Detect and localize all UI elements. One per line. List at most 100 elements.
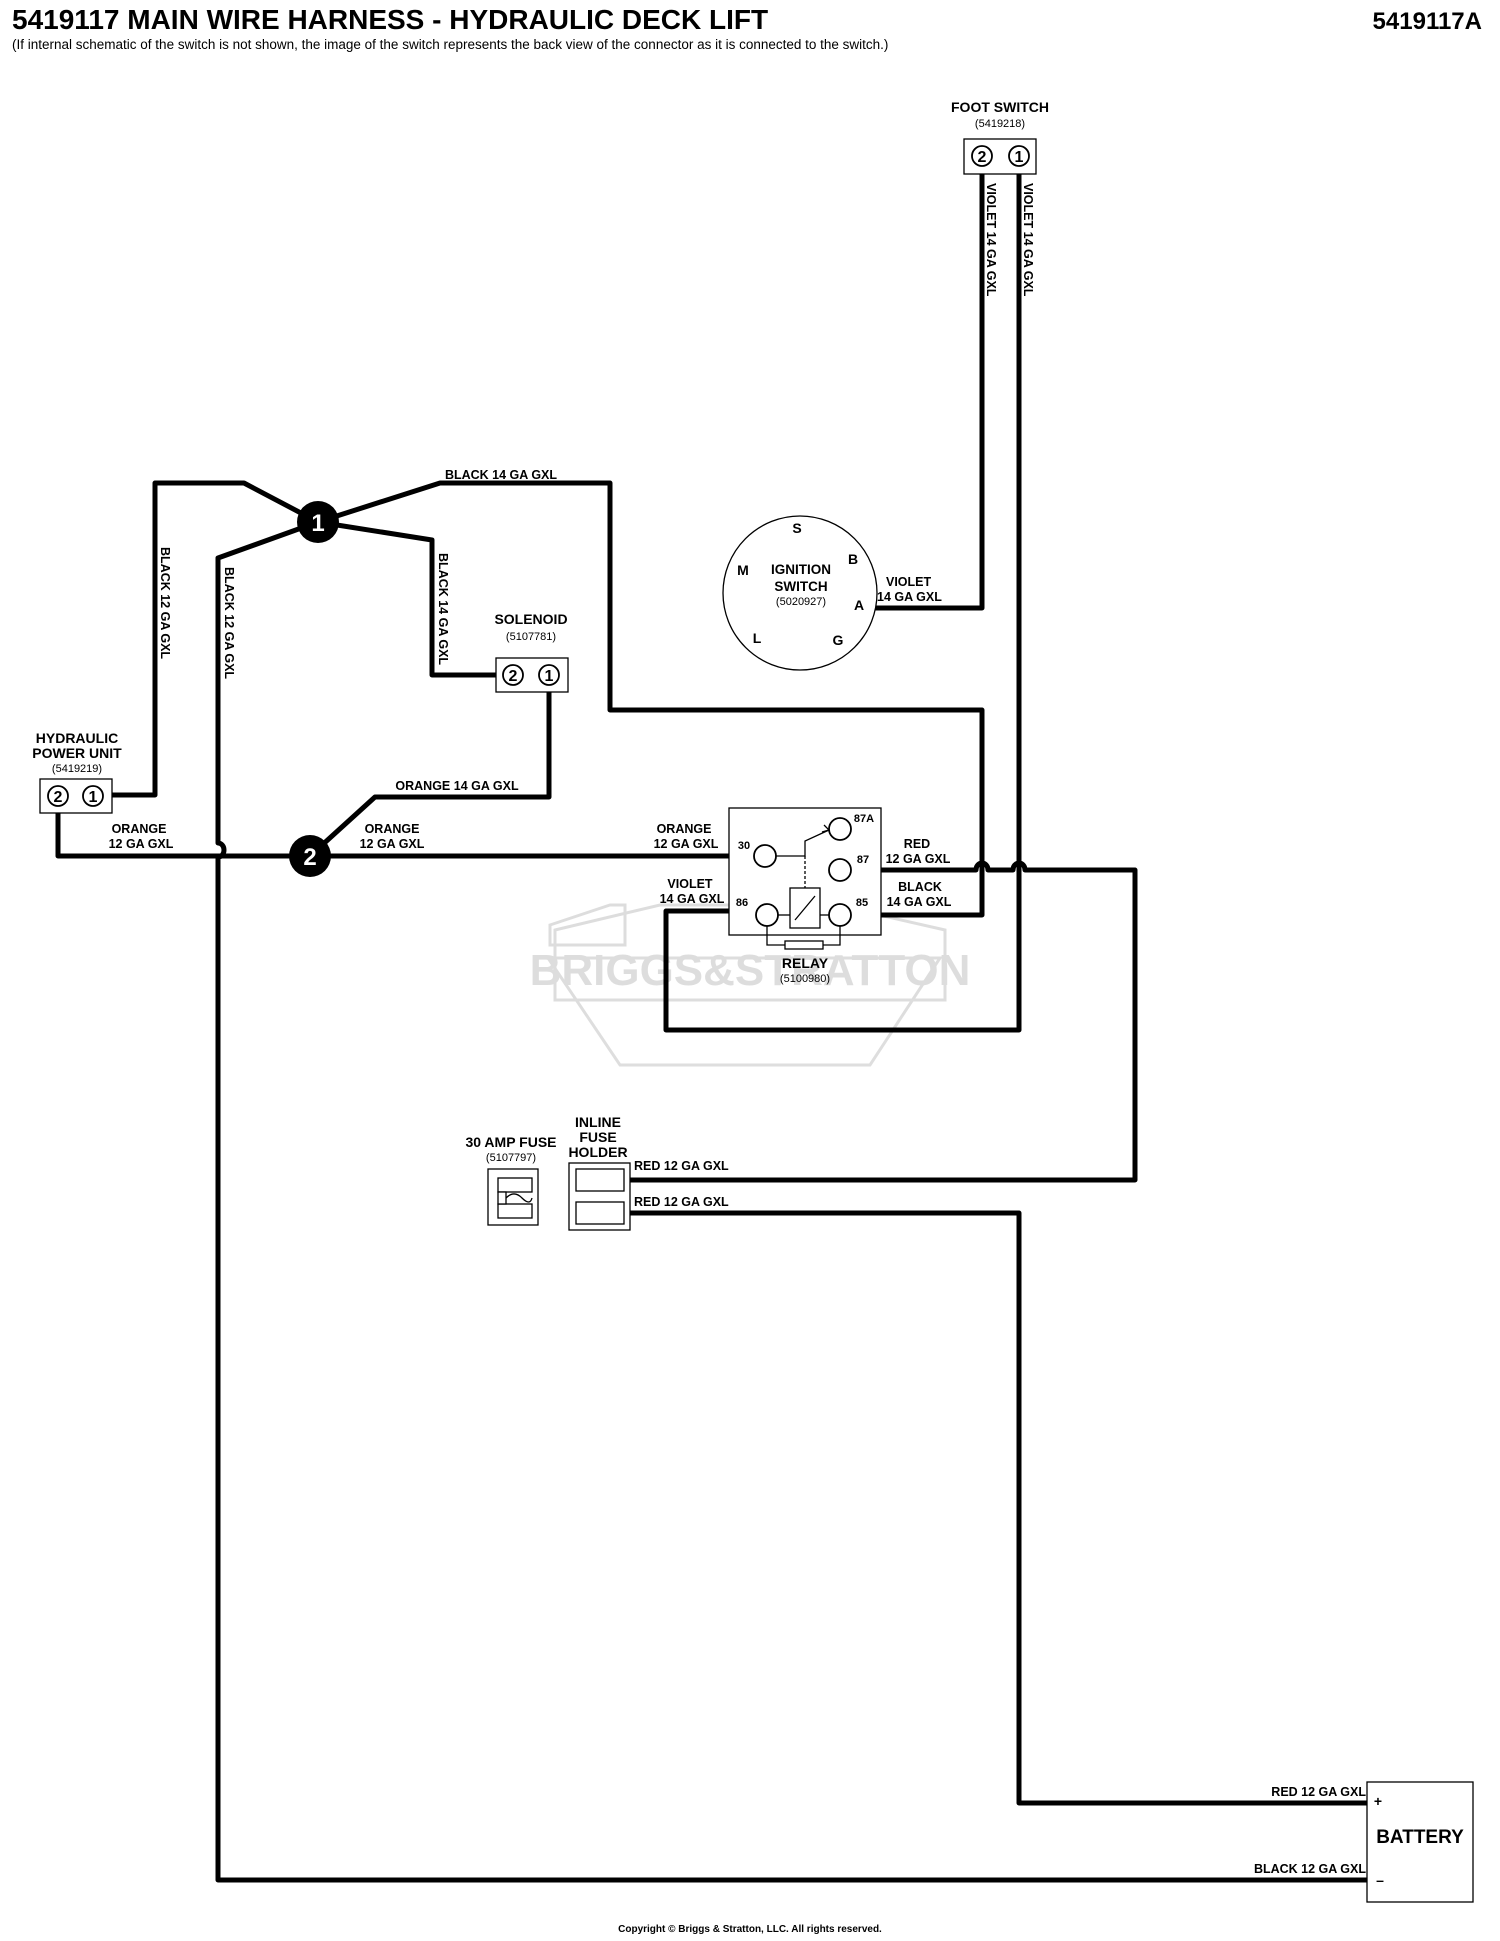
label-black-12-battery-vertical: BLACK 12 GA GXL — [222, 567, 236, 679]
wire-black-14-top — [317, 480, 985, 918]
relay-title: RELAY — [782, 955, 829, 971]
wire-red-87 — [628, 860, 1138, 1183]
relay-part: (5100980) — [780, 973, 830, 985]
ign-terminal-l: L — [753, 630, 762, 646]
svg-text:HOLDER: HOLDER — [568, 1144, 627, 1160]
foot-switch: FOOT SWITCH (5419218) 2 1 — [951, 99, 1049, 175]
wires — [55, 172, 1367, 1883]
label-orange-relay-1: ORANGE — [657, 822, 712, 836]
wire-black-12-hpu — [112, 480, 320, 798]
solenoid-pin-1 — [538, 664, 560, 686]
label-red-fuse-top: RED 12 GA GXL — [634, 1159, 729, 1173]
wire-violet-foot-2 — [872, 172, 985, 611]
foot-switch-part: (5419218) — [975, 118, 1025, 130]
ign-part: (5020927) — [776, 596, 826, 608]
svg-text:HYDRAULIC: HYDRAULIC — [36, 730, 118, 746]
hpu-pin-2 — [47, 785, 69, 807]
label-orange-14: ORANGE 14 GA GXL — [395, 779, 519, 793]
relay-pin-86 — [755, 903, 779, 927]
solenoid-part: (5107781) — [506, 631, 556, 643]
svg-text:87A: 87A — [854, 813, 874, 825]
label-red-fuse-bottom: RED 12 GA GXL — [634, 1195, 729, 1209]
label-orange-s2-1: ORANGE — [365, 822, 420, 836]
splice-2-label: 2 — [303, 844, 316, 871]
wire-violet-foot-1 — [663, 172, 1022, 1033]
svg-text:2: 2 — [509, 668, 518, 685]
label-ign-violet-2: 14 GA GXL — [877, 590, 942, 604]
fuse-title: 30 AMP FUSE — [465, 1134, 556, 1150]
wire-orange-12 — [55, 795, 758, 859]
svg-text:30: 30 — [738, 840, 750, 852]
svg-text:FUSE: FUSE — [579, 1129, 616, 1145]
svg-text:1: 1 — [1015, 149, 1024, 166]
battery: + BATTERY – — [1366, 1781, 1474, 1903]
wire-black-14-solenoid — [317, 519, 513, 678]
label-black-14-solenoid: BLACK 14 GA GXL — [436, 553, 450, 665]
ign-terminal-s: S — [792, 520, 801, 536]
svg-text:2: 2 — [54, 789, 63, 806]
svg-text:87: 87 — [857, 854, 869, 866]
svg-text:2: 2 — [978, 149, 987, 166]
relay-pin-87a — [828, 817, 852, 841]
label-orange-s2-2: 12 GA GXL — [360, 837, 425, 851]
splice-1: 1 — [297, 501, 339, 543]
foot-switch-pin-1 — [1008, 145, 1030, 167]
svg-text:INLINE: INLINE — [575, 1114, 621, 1130]
svg-text:POWER UNIT: POWER UNIT — [32, 745, 122, 761]
relay: 30 87A 87 86 85 RELAY (5100980) — [728, 807, 882, 985]
foot-switch-pin-2 — [971, 145, 993, 167]
svg-text:1: 1 — [545, 668, 554, 685]
ign-terminal-m: M — [737, 562, 749, 578]
wire-orange-14 — [308, 676, 552, 858]
battery-minus: – — [1376, 1872, 1384, 1888]
label-red-battery: RED 12 GA GXL — [1271, 1785, 1366, 1799]
battery-plus: + — [1374, 1793, 1382, 1809]
watermark-text: BRIGGS&STRATTON — [530, 946, 971, 995]
label-black-14-top: BLACK 14 GA GXL — [445, 468, 557, 482]
solenoid-pin-2 — [502, 664, 524, 686]
label-foot-violet-1: VIOLET 14 GA GXL — [1021, 183, 1035, 297]
label-black-85-1: BLACK — [898, 880, 942, 894]
wire-labels: VIOLET 14 GA GXL VIOLET 14 GA GXL BLACK … — [109, 183, 1367, 1876]
label-black-12-hpu: BLACK 12 GA GXL — [158, 547, 172, 659]
fuse-30-amp: 30 AMP FUSE (5107797) — [465, 1134, 557, 1226]
wire-red-battery — [628, 1210, 1367, 1806]
label-red-87-2: 12 GA GXL — [886, 852, 951, 866]
ign-terminal-b: B — [848, 551, 858, 567]
hpu-pin-1 — [82, 785, 104, 807]
inline-fuse-holder: INLINE FUSE HOLDER — [568, 1114, 631, 1231]
solenoid: SOLENOID (5107781) 2 1 — [494, 611, 569, 693]
relay-pin-87 — [828, 858, 852, 882]
svg-text:85: 85 — [856, 897, 868, 909]
label-red-87-1: RED — [904, 837, 930, 851]
watermark-logo: BRIGGS&STRATTON — [530, 903, 971, 1067]
drawing-number: 5419117A — [1372, 8, 1482, 35]
solenoid-title: SOLENOID — [494, 611, 567, 627]
label-violet-86-1: VIOLET — [667, 877, 713, 891]
label-orange-hpu-2: 12 GA GXL — [109, 837, 174, 851]
label-black-85-2: 14 GA GXL — [887, 895, 952, 909]
splice-1-label: 1 — [311, 510, 324, 537]
page-title: 5419117 MAIN WIRE HARNESS - HYDRAULIC DE… — [12, 4, 769, 35]
ignition-switch: S B M A L G IGNITION SWITCH (5020927) — [722, 515, 878, 671]
svg-text:1: 1 — [89, 789, 98, 806]
page-subtitle: (If internal schematic of the switch is … — [12, 37, 889, 52]
label-orange-relay-2: 12 GA GXL — [654, 837, 719, 851]
label-orange-hpu-1: ORANGE — [112, 822, 167, 836]
battery-title: BATTERY — [1376, 1827, 1464, 1848]
svg-text:SWITCH: SWITCH — [774, 579, 827, 594]
label-foot-violet-2: VIOLET 14 GA GXL — [984, 183, 998, 297]
fuse-part: (5107797) — [486, 1152, 536, 1164]
splice-2: 2 — [289, 835, 331, 877]
hpu-part: (5419219) — [52, 763, 102, 775]
label-black-12-battery: BLACK 12 GA GXL — [1254, 1862, 1366, 1876]
ign-terminal-a: A — [854, 597, 864, 613]
label-violet-86-2: 14 GA GXL — [660, 892, 725, 906]
relay-pin-30 — [753, 844, 777, 868]
svg-text:86: 86 — [736, 897, 748, 909]
wire-black-12-battery — [215, 519, 1367, 1883]
svg-text:IGNITION: IGNITION — [771, 562, 831, 577]
relay-pin-85 — [828, 903, 852, 927]
ign-terminal-g: G — [833, 632, 844, 648]
